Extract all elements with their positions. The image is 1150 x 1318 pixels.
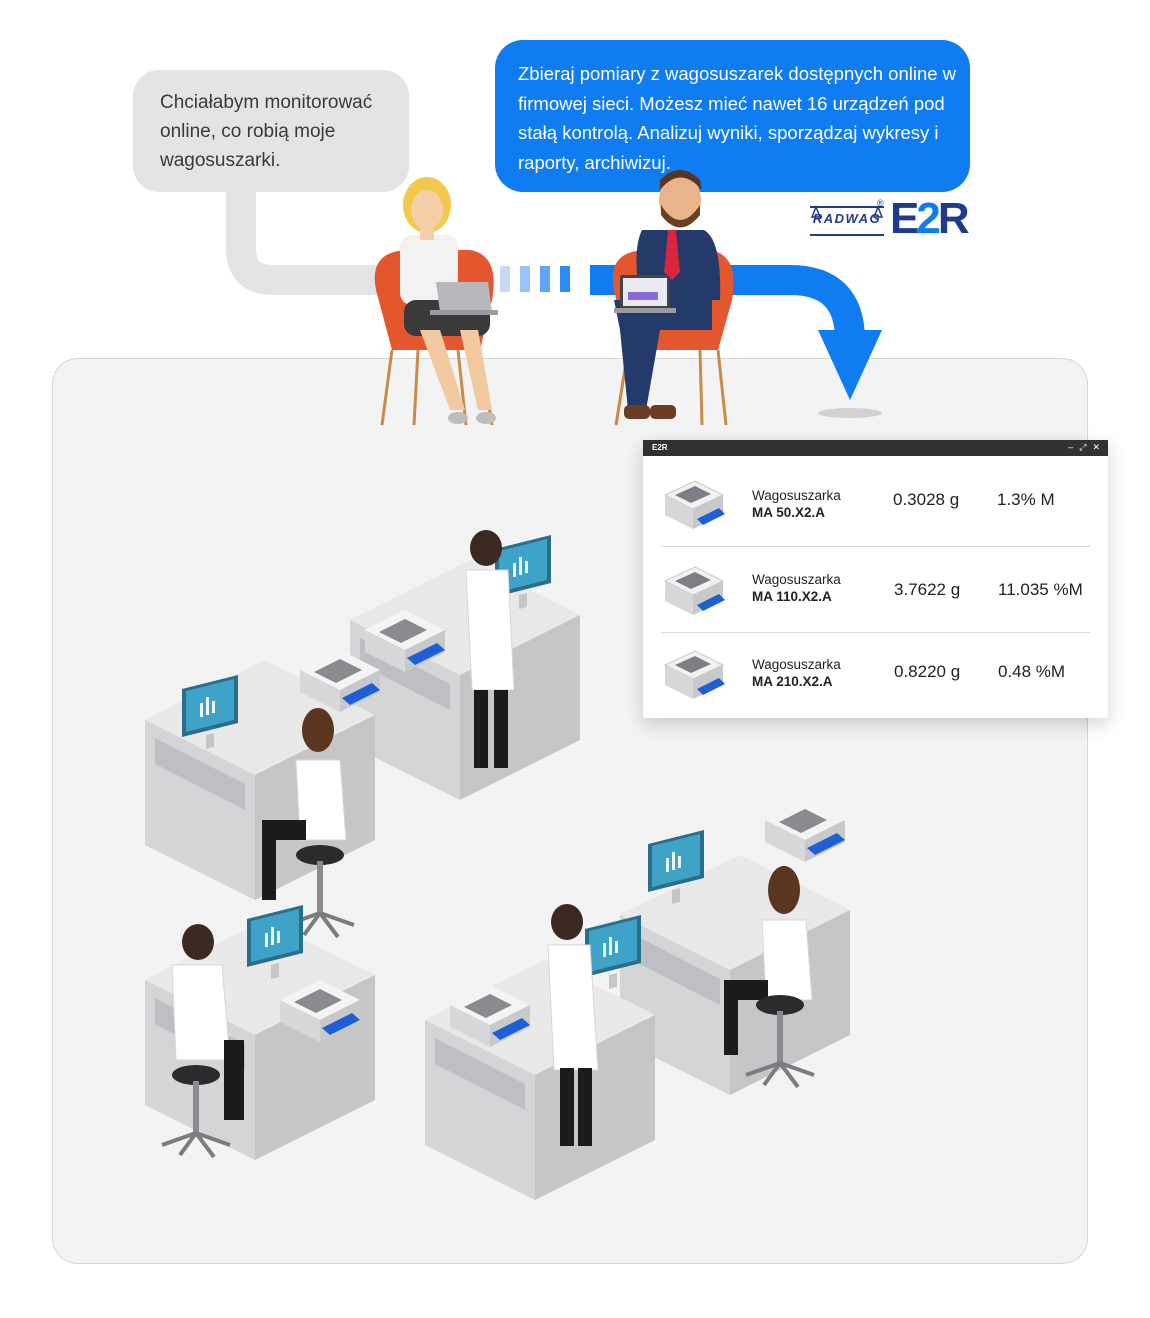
- device-row[interactable]: Wagosuszarka MA 110.X2.A 3.7622 g 11.035…: [643, 549, 1108, 633]
- row-divider: [661, 546, 1090, 547]
- app-title: E2R: [652, 443, 668, 452]
- radwag-logo-text: RADWAG: [812, 211, 882, 226]
- e2r-logo: E2R: [890, 194, 970, 243]
- device-label: Wagosuszarka MA 210.X2.A: [752, 656, 841, 690]
- window-controls: – ⤢ ✕: [1068, 441, 1100, 454]
- close-icon[interactable]: ✕: [1092, 442, 1100, 452]
- customer-speech-bubble: [133, 70, 409, 192]
- row-divider: [661, 632, 1090, 633]
- moisture-analyzer-icon: [663, 566, 725, 615]
- device-type: Wagosuszarka: [752, 572, 841, 587]
- lab-desk-back-right: [350, 560, 580, 800]
- radwag-logo: RADWAG: [808, 205, 886, 237]
- people-illustration: [374, 170, 734, 426]
- moisture-analyzer-icon: [663, 650, 725, 699]
- device-model: MA 110.X2.A: [752, 589, 832, 604]
- device-model: MA 50.X2.A: [752, 505, 826, 520]
- consultant-speech-text: Zbieraj pomiary z wagosuszarek dostępnyc…: [518, 63, 957, 173]
- device-moisture: 0.48 %M: [998, 662, 1066, 681]
- laptop-icon: [430, 282, 498, 315]
- device-mass: 0.3028 g: [893, 490, 960, 509]
- moisture-analyzer-icon: [663, 480, 725, 529]
- consultant-speech-bubble: [495, 40, 970, 192]
- device-type: Wagosuszarka: [752, 488, 841, 503]
- moisture-analyzer-unit: [765, 800, 845, 862]
- device-label: Wagosuszarka MA 110.X2.A: [752, 571, 841, 605]
- device-mass: 0.8220 g: [894, 662, 961, 681]
- scientist-sitting: [171, 924, 244, 1120]
- woman-on-chair: [374, 177, 498, 426]
- app-titlebar: E2R – ⤢ ✕: [643, 440, 1108, 456]
- device-model: MA 210.X2.A: [752, 674, 833, 689]
- laptop-icon: [614, 275, 676, 313]
- device-row[interactable]: Wagosuszarka MA 50.X2.A 0.3028 g 1.3% M: [643, 463, 1108, 547]
- device-mass: 3.7622 g: [894, 580, 961, 599]
- device-label: Wagosuszarka MA 50.X2.A: [752, 487, 841, 521]
- down-arrow-icon: [818, 330, 882, 400]
- scientist-sitting: [724, 866, 813, 1055]
- scientist-standing: [547, 904, 599, 1146]
- e2r-app-window: E2R – ⤢ ✕ Wagosuszarka MA 50.X2.A 0.3028…: [643, 440, 1108, 718]
- maximize-icon[interactable]: ⤢: [1079, 442, 1087, 452]
- device-type: Wagosuszarka: [752, 657, 841, 672]
- device-moisture: 1.3% M: [997, 490, 1055, 509]
- e2r-logo-r: R: [937, 194, 970, 243]
- man-on-chair: [612, 170, 734, 426]
- minimize-icon[interactable]: –: [1068, 442, 1074, 452]
- scientist-standing: [465, 530, 515, 768]
- scientist-sitting: [262, 708, 347, 900]
- e2r-logo-2: 2: [916, 194, 941, 243]
- registered-mark: ®: [877, 198, 884, 208]
- customer-speech-text: Chciałabym monitorować online, co robią …: [160, 92, 373, 171]
- device-moisture: 11.035 %M: [998, 580, 1083, 599]
- e2r-logo-e: E: [890, 194, 919, 243]
- device-row[interactable]: Wagosuszarka MA 210.X2.A 0.8220 g 0.48 %…: [643, 633, 1108, 717]
